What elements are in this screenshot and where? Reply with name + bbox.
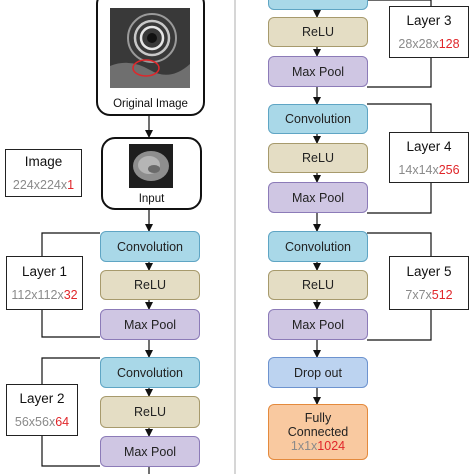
max-pool-block-3: Max Pool bbox=[268, 56, 368, 87]
max-pool-block-5: Max Pool bbox=[268, 309, 368, 340]
relu-block-1: ReLU bbox=[100, 270, 200, 300]
layer-4-dimensions: 14x14x256 bbox=[398, 162, 460, 177]
layer-3-dimensions: 28x28x128 bbox=[398, 37, 460, 51]
original-image-box: Original Image bbox=[96, 0, 205, 116]
convolution-block-1: Convolution bbox=[100, 231, 200, 262]
layer-4-info-box: Layer 4 14x14x256 bbox=[389, 132, 469, 183]
layer-4-title: Layer 4 bbox=[406, 138, 452, 154]
layer-1-title: Layer 1 bbox=[21, 264, 68, 279]
fully-connected-block: Fully Connected 1x1x1024 bbox=[268, 404, 368, 460]
fc-label-line-2: Connected bbox=[287, 425, 349, 439]
relu-block-4: ReLU bbox=[268, 143, 368, 173]
layer-2-dimensions: 56x56x64 bbox=[14, 415, 70, 429]
fc-dimensions: 1x1x1024 bbox=[290, 439, 346, 453]
input-label: Input bbox=[138, 193, 165, 205]
layer-5-dimensions: 7x7x512 bbox=[405, 288, 453, 302]
layer-3-title: Layer 3 bbox=[406, 13, 452, 28]
layer-3-info-box: Layer 3 28x28x128 bbox=[389, 6, 469, 58]
max-pool-block-1: Max Pool bbox=[100, 309, 200, 340]
convolution-block-2: Convolution bbox=[100, 357, 200, 388]
fc-label-line-1: Fully bbox=[304, 411, 332, 425]
input-lesion-image bbox=[129, 144, 173, 188]
convolution-block-5: Convolution bbox=[268, 231, 368, 262]
relu-block-5: ReLU bbox=[268, 270, 368, 300]
layer-2-info-box: Layer 2 56x56x64 bbox=[6, 384, 78, 436]
layer-1-dimensions: 112x112x32 bbox=[11, 288, 78, 302]
layer-5-title: Layer 5 bbox=[406, 264, 452, 279]
convolution-block-4: Convolution bbox=[268, 104, 368, 134]
convolution-block-top-partial bbox=[268, 0, 368, 10]
max-pool-block-2: Max Pool bbox=[100, 436, 200, 467]
layer-2-title: Layer 2 bbox=[19, 391, 65, 406]
layer-5-info-box: Layer 5 7x7x512 bbox=[389, 256, 469, 310]
image-info-title: Image bbox=[24, 154, 63, 169]
max-pool-block-4: Max Pool bbox=[268, 182, 368, 213]
image-info-box: Image 224x224x1 bbox=[5, 149, 82, 197]
layer-1-info-box: Layer 1 112x112x32 bbox=[6, 256, 83, 310]
relu-block-3: ReLU bbox=[268, 17, 368, 47]
input-box: Input bbox=[101, 137, 202, 210]
relu-block-2: ReLU bbox=[100, 396, 200, 428]
original-image-label: Original Image bbox=[113, 98, 188, 110]
dropout-block: Drop out bbox=[268, 357, 368, 388]
ultrasound-image bbox=[110, 8, 190, 88]
image-dimensions: 224x224x1 bbox=[12, 178, 75, 192]
